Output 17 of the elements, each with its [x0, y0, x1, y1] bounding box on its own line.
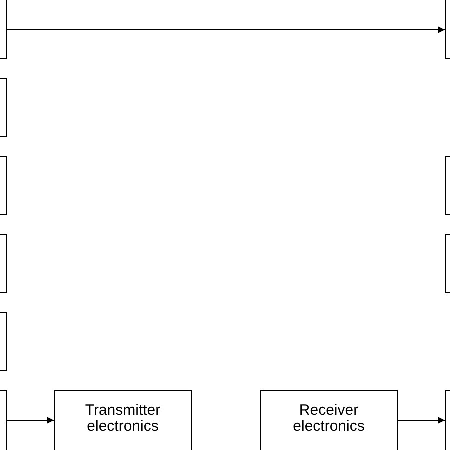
- box-outline: [0, 78, 7, 137]
- arrow: [6, 417, 54, 424]
- box-outline: [445, 234, 450, 293]
- arrow: [6, 26, 446, 34]
- box-outline: [445, 390, 450, 450]
- box-outline: [445, 0, 450, 59]
- box-outline: [445, 156, 450, 215]
- box-outline: [0, 234, 7, 293]
- box-outline: [0, 312, 7, 371]
- process-box: [260, 390, 398, 450]
- arrow: [396, 417, 446, 424]
- process-box: [54, 390, 192, 450]
- box-outline: [0, 156, 7, 215]
- box-label: Transmitter electronics: [84, 403, 162, 435]
- box-outline: [0, 0, 7, 59]
- box-outline: [0, 390, 7, 450]
- box-label: Receiver electronics: [292, 403, 366, 435]
